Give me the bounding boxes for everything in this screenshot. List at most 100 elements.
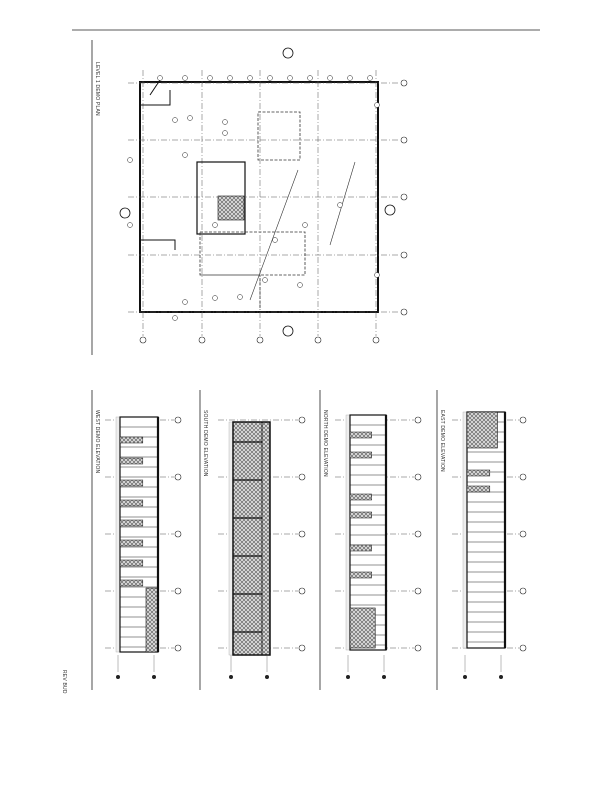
demo-hatch-band (119, 479, 144, 487)
keynote-tag (172, 117, 178, 123)
demo-hatch-band (349, 511, 372, 519)
grid-bubble (174, 530, 182, 538)
elevation-title: EAST DEMO ELEVATION (439, 410, 445, 472)
keynote-tag (212, 295, 218, 301)
keynote-tag (172, 315, 178, 321)
level-marker (499, 675, 503, 679)
keynote-tag (272, 237, 278, 243)
plan-title: LEVEL 1 DEMO PLAN (94, 62, 100, 116)
demo-hatch-area (349, 607, 376, 649)
grid-bubble (519, 587, 527, 595)
level-marker (229, 675, 233, 679)
keynote-tag (297, 282, 303, 288)
demo-hatch-band (349, 451, 372, 459)
keynote-tag (267, 75, 273, 81)
elevation-title: SOUTH DEMO ELEVATION (202, 410, 208, 477)
demo-hatch-band (466, 485, 491, 493)
grid-bubble (400, 251, 408, 259)
grid-bubble (519, 473, 527, 481)
keynote-tag (182, 152, 188, 158)
building-outline (232, 421, 271, 656)
keynote-tag (247, 75, 253, 81)
grid-bubble (372, 336, 380, 344)
level-marker (346, 675, 350, 679)
grid-bubble (414, 473, 422, 481)
grid-bubble (519, 644, 527, 652)
keynote-tag (182, 75, 188, 81)
grid-bubble (139, 336, 147, 344)
demo-hatch-area (466, 411, 498, 449)
grid-bubble (298, 473, 306, 481)
demo-hatch-band (119, 539, 144, 547)
level-1-demo-plan: LEVEL 1 DEMO PLAN (91, 40, 408, 355)
grid-bubble (314, 336, 322, 344)
grid-bubble (519, 530, 527, 538)
keynote-tag (287, 75, 293, 81)
keynote-tag (327, 75, 333, 81)
grid-bubble (400, 193, 408, 201)
keynote-tag (237, 294, 243, 300)
level-marker (265, 675, 269, 679)
keynote-tag (127, 157, 133, 163)
west-marker (119, 207, 131, 219)
south-marker (282, 325, 294, 337)
grid-bubble (519, 416, 527, 424)
grid-bubble (400, 136, 408, 144)
west-demo-elevation: WEST DEMO ELEVATION (91, 390, 182, 690)
east-marker (384, 204, 396, 216)
grid-bubble (298, 587, 306, 595)
north-marker (282, 47, 294, 59)
keynote-tag (302, 222, 308, 228)
demo-hatch-band (466, 469, 491, 477)
level-marker (463, 675, 467, 679)
demo-hatch-band (119, 436, 144, 444)
demo-hatch-band (349, 571, 372, 579)
level-marker (382, 675, 386, 679)
keynote-tag (222, 130, 228, 136)
grid-bubble (174, 644, 182, 652)
keynote-tag (187, 115, 193, 121)
grid-bubble (414, 416, 422, 424)
core-room (196, 161, 246, 235)
north-demo-elevation: NORTH DEMO ELEVATION (319, 390, 422, 690)
level-marker (116, 675, 120, 679)
grid-bubble (198, 336, 206, 344)
grid-bubble (414, 530, 422, 538)
ground-hatch (345, 414, 351, 651)
elevation-title: NORTH DEMO ELEVATION (322, 410, 328, 477)
grid-bubble (400, 79, 408, 87)
demo-hatch-band (119, 559, 144, 567)
demo-hatch-area (145, 587, 159, 653)
keynote-tag (182, 299, 188, 305)
grid-bubble (256, 336, 264, 344)
keynote-tag (212, 222, 218, 228)
south-demo-elevation: SOUTH DEMO ELEVATION (199, 390, 306, 690)
plan-grid-lines (128, 70, 408, 344)
keynote-tag (307, 75, 313, 81)
keynote-tag (374, 102, 380, 108)
elevations: WEST DEMO ELEVATION SOUTH DEMO ELEVATION N… (91, 390, 527, 690)
elevation-title: WEST DEMO ELEVATION (94, 410, 100, 473)
keynote-tag (157, 75, 163, 81)
revision-label: REV BUD (61, 670, 67, 694)
keynote-tag (222, 119, 228, 125)
keynote-tag (127, 222, 133, 228)
grid-bubble (414, 644, 422, 652)
grid-bubble (298, 530, 306, 538)
grid-bubble (298, 416, 306, 424)
keynote-tag (337, 202, 343, 208)
demo-hatch-band (349, 493, 372, 501)
demo-hatch-band (349, 544, 372, 552)
grid-bubble (174, 473, 182, 481)
demo-partitions (199, 111, 306, 310)
demo-hatch-band (119, 457, 144, 465)
grid-bubble (414, 587, 422, 595)
demo-hatch-band (119, 499, 144, 507)
grid-bubble (400, 308, 408, 316)
keynote-tag (262, 277, 268, 283)
section-arrows (249, 161, 356, 301)
keynote-tag (227, 75, 233, 81)
level-marker (152, 675, 156, 679)
stair-walls (140, 79, 176, 250)
